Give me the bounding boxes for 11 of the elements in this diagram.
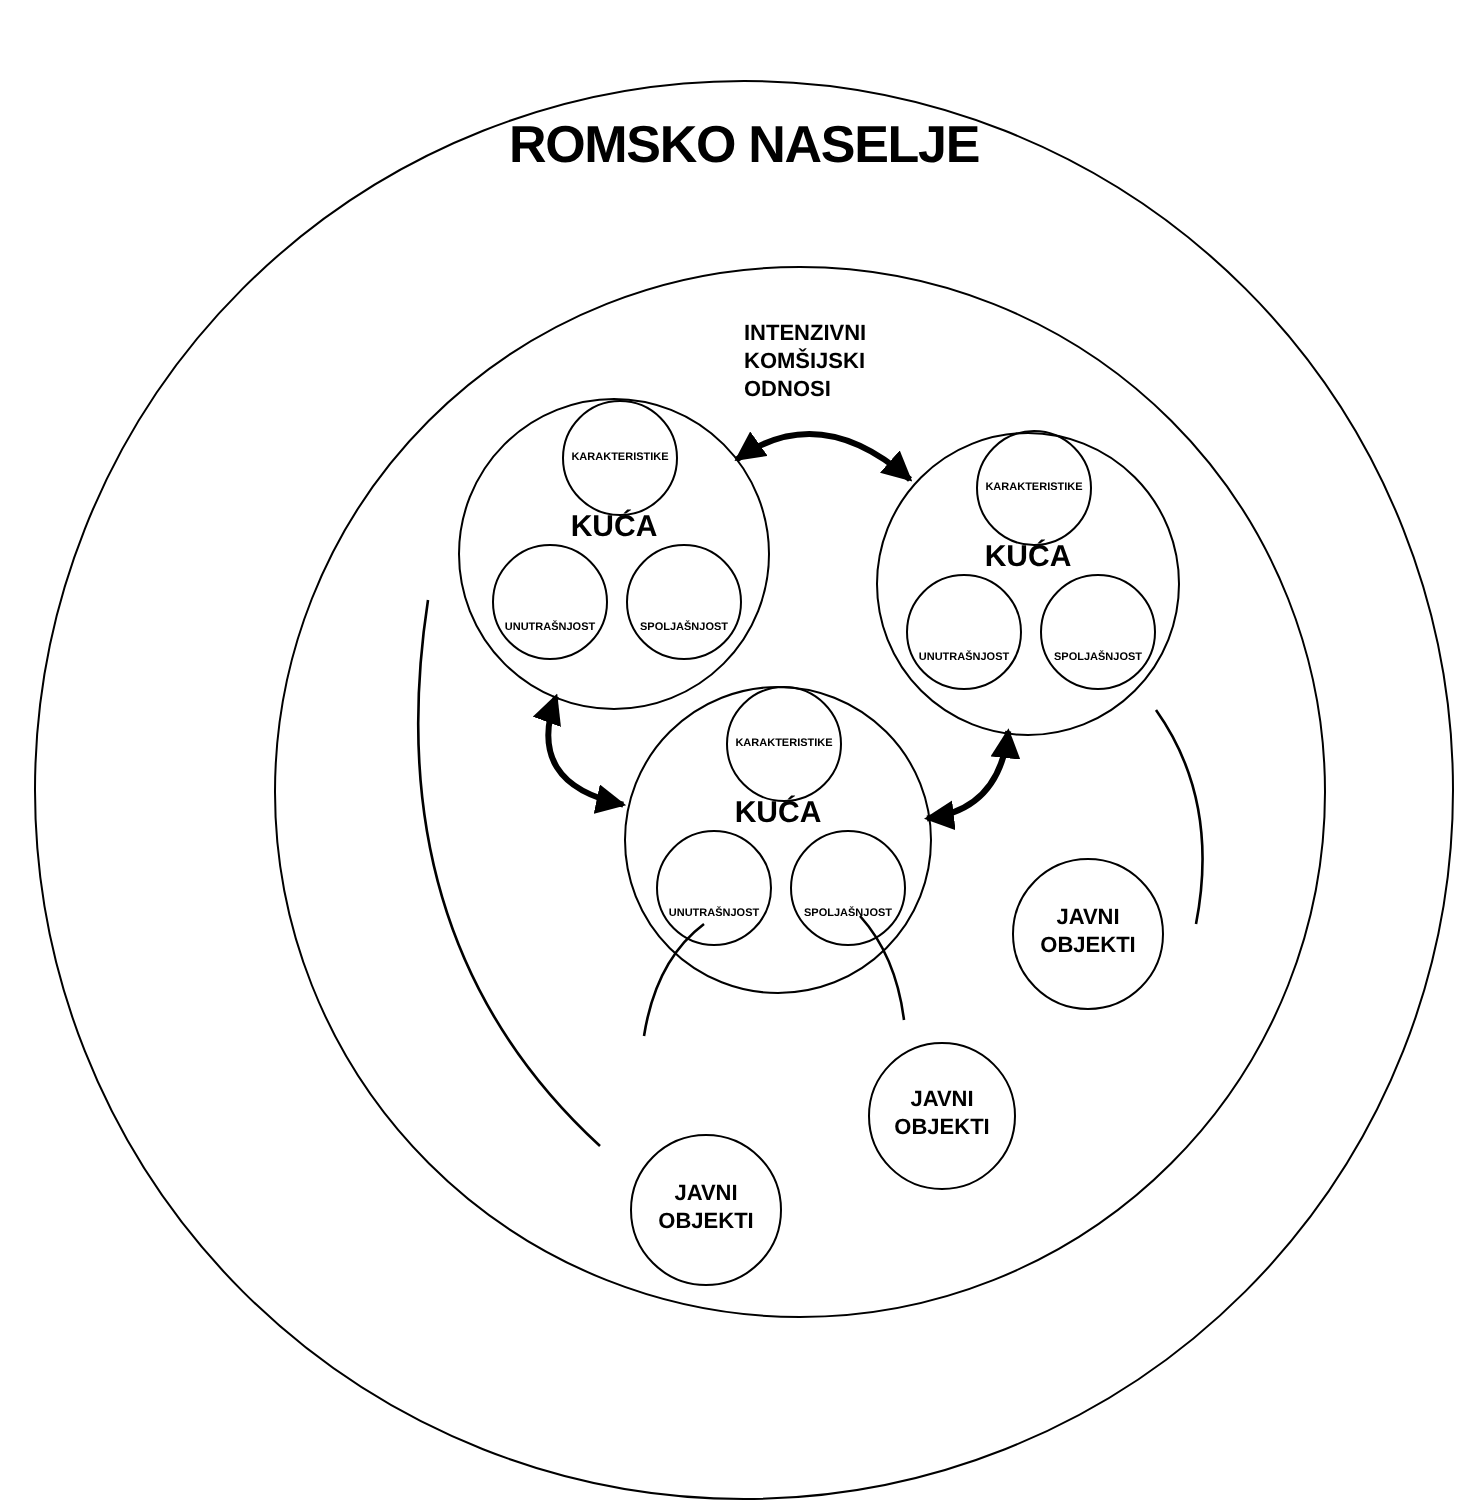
house-label: KUĆA (570, 510, 658, 544)
double-arrow (924, 728, 1020, 829)
house-label: KUĆA (984, 540, 1072, 574)
relation-label: INTENZIVNI KOMŠIJSKI ODNOSI (744, 322, 867, 402)
public-building-label: JAVNI OBJEKTI (658, 1182, 754, 1238)
settlement-title: ROMSKO NASELJE (508, 114, 980, 174)
public-building-label: JAVNI OBJEKTI (1040, 906, 1136, 962)
house-label: KUĆA (734, 796, 822, 830)
double-arrow (533, 693, 627, 813)
public-building-label: JAVNI OBJEKTI (894, 1088, 990, 1144)
double-arrow (734, 431, 913, 482)
